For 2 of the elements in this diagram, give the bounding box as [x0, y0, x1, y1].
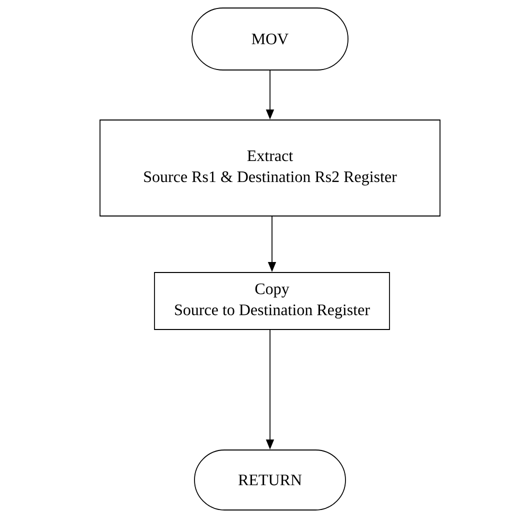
- process-box: Copy Source to Destination Register: [154, 272, 390, 330]
- process-box: Extract Source Rs1 & Destination Rs2 Register: [100, 120, 440, 216]
